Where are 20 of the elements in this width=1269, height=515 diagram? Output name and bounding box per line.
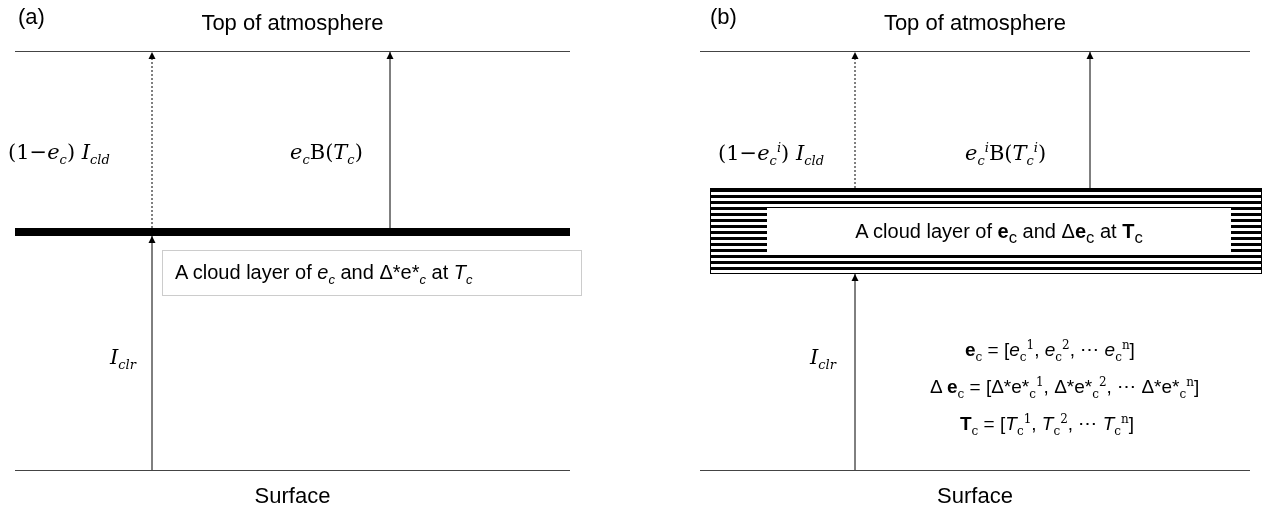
edge-label: I$_{clr}$ xyxy=(110,345,136,373)
cloud-layer-label: A cloud layer of e$_{c}$ and Δ*e*$_{c}$ at T$_{c}$ xyxy=(162,250,582,296)
arrow xyxy=(148,51,156,229)
cloud-layer-label: A cloud layer of e$_{c}$ and Δe$_{c}$ at T$_{c}$ xyxy=(767,208,1231,254)
surface-line: Surface xyxy=(15,470,570,510)
striped-cloud-layer xyxy=(710,188,1262,274)
edge-label: e$_{c}$$^{i}$B(T$_{c}$$^{i}$) xyxy=(965,140,1047,169)
edge-label: I$_{clr}$ xyxy=(810,345,836,373)
edge-label: (1−e$_{c}$) I$_{cld}$ xyxy=(8,140,110,168)
equation: Δ e$_{c}$ = [Δ*e*$_{c}$$^{1}$, Δ*e*$_{c}$$^{2}$, ⋯ Δ*e*$_{c}$$^{n}$] xyxy=(930,375,1200,402)
arrow xyxy=(851,51,859,189)
arrow xyxy=(851,273,859,471)
arrow xyxy=(148,235,156,471)
arrow xyxy=(386,51,394,229)
surface-line: Surface xyxy=(700,470,1250,510)
arrow xyxy=(1086,51,1094,189)
edge-label: (1−e$_{c}$$^{i}$) I$_{cld}$ xyxy=(718,140,824,169)
equation: T$_{c}$ = [T$_{c}$$^{1}$, T$_{c}$$^{2}$, ⋯ T$_{c}$$^{n}$] xyxy=(960,412,1134,439)
equation: e$_{c}$ = [e$_{c}$$^{1}$, e$_{c}$$^{2}$, ⋯ e$_{c}$$^{n}$] xyxy=(965,338,1135,365)
edge-label: e$_{c}$B(T$_{c}$) xyxy=(290,140,363,168)
